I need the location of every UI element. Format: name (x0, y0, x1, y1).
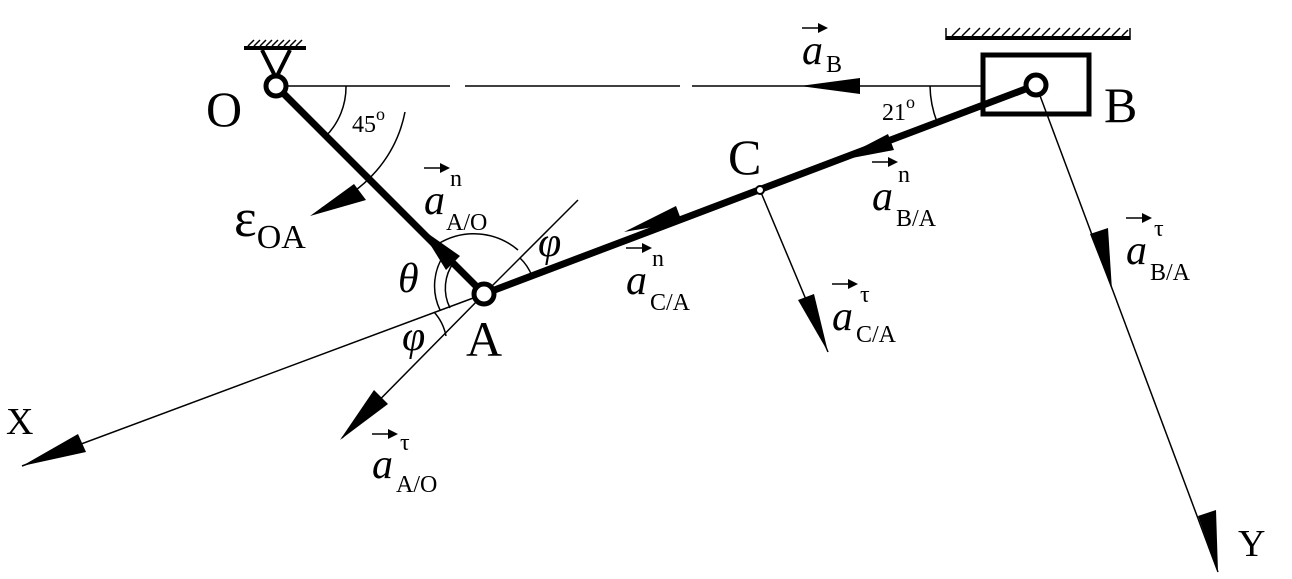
point-C (755, 185, 765, 195)
a-B-arrowhead (800, 78, 860, 94)
label-y-axis: Y (1238, 523, 1265, 565)
vector-label-a-t-BA: a τ B/A (1126, 213, 1191, 286)
label-B: B (1104, 77, 1137, 133)
svg-text:τ: τ (400, 430, 410, 456)
phi-label-upper: φ (538, 220, 561, 266)
phi-arc-upper (519, 257, 533, 277)
pin-B (1023, 72, 1049, 98)
pin-O (263, 73, 289, 99)
epsilon-arrowhead (310, 184, 366, 216)
svg-text:n: n (450, 166, 462, 192)
phi-label-lower: φ (402, 314, 425, 360)
label-O: O (206, 81, 242, 137)
svg-text:C/A: C/A (856, 322, 897, 348)
phi-arc-lower (433, 311, 447, 337)
svg-text:C/A: C/A (650, 290, 691, 316)
a-n-CA-arrowhead (624, 206, 682, 232)
a-t-CA-arrowhead (798, 294, 828, 352)
x-axis (21, 293, 485, 467)
y-axis (1035, 84, 1219, 573)
vector-label-a-n-CA: a n C/A (626, 243, 691, 316)
svg-text:n: n (652, 246, 664, 272)
guide-support-B (945, 27, 1131, 40)
angle-arc-O (325, 85, 347, 137)
a-n-BA-arrowhead (836, 134, 894, 161)
theta-arc-1 (444, 261, 455, 309)
vector-label-a-B: a B (802, 23, 842, 78)
angle-arc-B (929, 85, 938, 123)
svg-text:a: a (832, 294, 853, 340)
vector-label-a-n-BA: a n B/A (872, 157, 937, 232)
fixed-support-O (244, 39, 306, 79)
svg-text:A/O: A/O (396, 472, 437, 498)
svg-text:τ: τ (860, 282, 870, 308)
svg-text:B/A: B/A (896, 206, 937, 232)
label-x-axis: X (6, 401, 33, 443)
pin-A (471, 281, 497, 307)
slider-block-B (980, 52, 1092, 117)
svg-text:τ: τ (1154, 216, 1164, 242)
x-axis-arrowhead (22, 434, 86, 466)
svg-text:a: a (872, 174, 893, 220)
theta-arc-3 (437, 233, 519, 251)
theta-arc-2 (433, 251, 447, 311)
svg-text:a: a (802, 28, 823, 74)
svg-text:a: a (626, 258, 647, 304)
svg-text:A/O: A/O (446, 210, 487, 236)
svg-text:a: a (372, 442, 393, 488)
label-A: A (466, 311, 502, 367)
svg-text:a: a (1126, 228, 1147, 274)
svg-text:a: a (424, 178, 445, 224)
vector-label-a-n-AO: a n A/O (424, 163, 487, 236)
vector-label-a-t-AO: a τ A/O (372, 429, 437, 498)
a-t-BA-arrowhead (1090, 228, 1112, 290)
vector-label-a-t-CA: a τ C/A (832, 279, 897, 348)
svg-text:B: B (826, 52, 842, 78)
svg-text:n: n (898, 162, 910, 188)
angle-O-value: 45o (352, 104, 385, 138)
theta-label: θ (398, 256, 419, 302)
label-C: C (728, 129, 761, 185)
svg-text:B/A: B/A (1150, 260, 1191, 286)
a-t-AO-arrowhead (340, 390, 388, 440)
angle-B-value: 21o (882, 92, 915, 126)
y-axis-arrowhead (1198, 510, 1218, 572)
a-n-AO-arrowhead (420, 228, 460, 270)
phi-reference-line (483, 199, 579, 295)
epsilon-OA-label: εOA (234, 188, 306, 256)
